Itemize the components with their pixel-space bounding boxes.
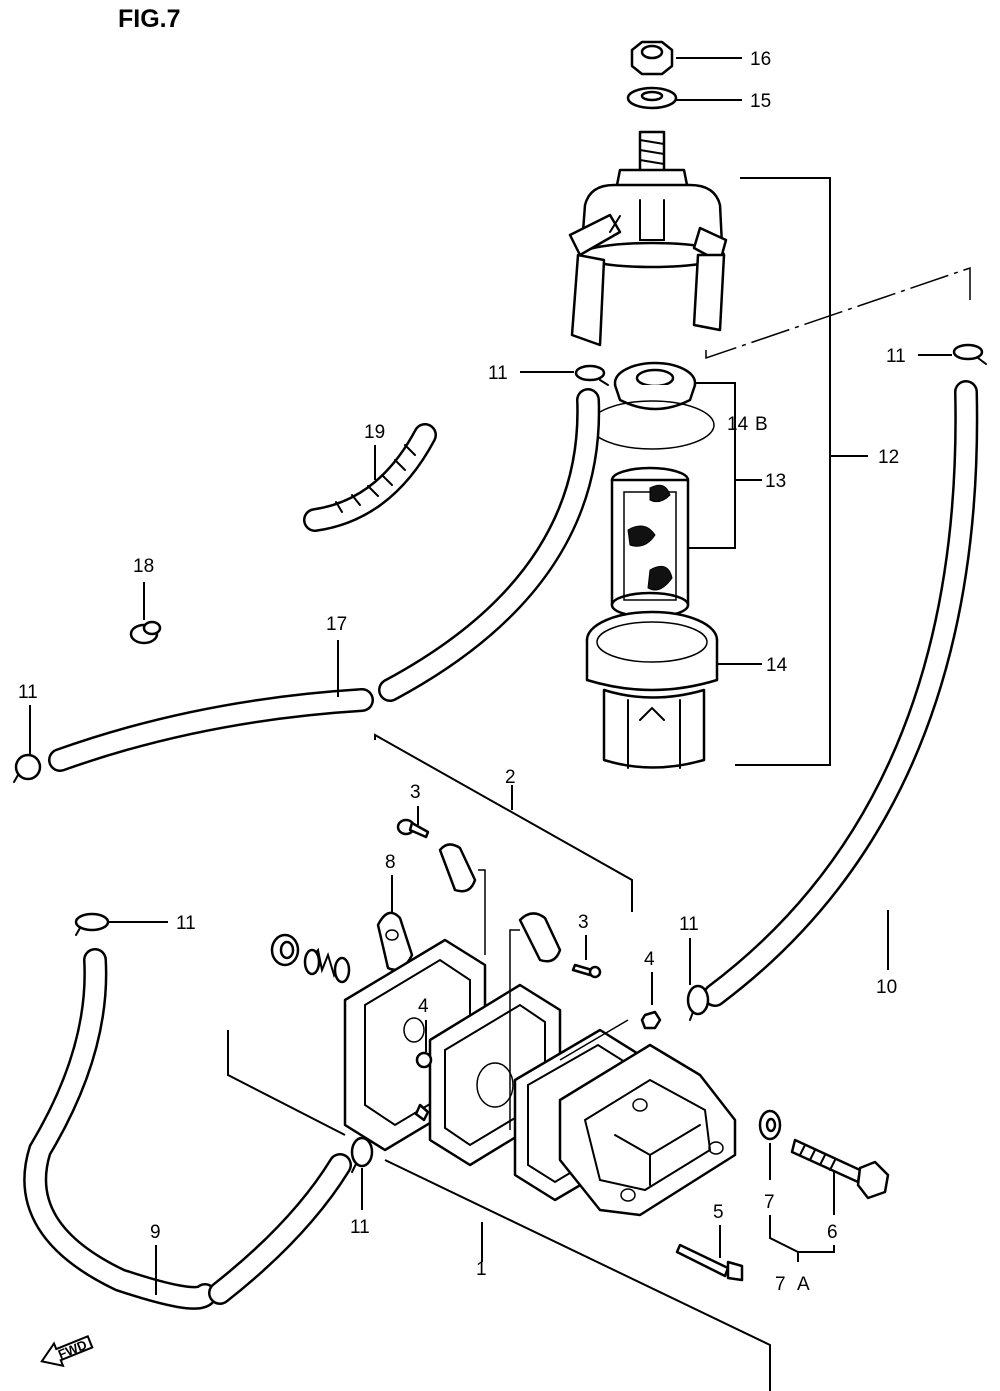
callout-12: 12 [878, 447, 899, 468]
callout-14b-suffix: B [755, 414, 768, 435]
bracket-line-1-left [227, 1030, 346, 1136]
screw-part-3-right [571, 963, 602, 979]
callout-4-left: 4 [418, 996, 429, 1017]
callout-11-top-middle: 11 [488, 363, 508, 384]
callout-13: 13 [765, 471, 786, 492]
callout-7: 7 [764, 1192, 775, 1213]
callout-3-right: 3 [578, 912, 589, 933]
callout-8: 8 [385, 852, 396, 873]
pump-outer-cover [558, 1043, 737, 1217]
washer-part-15 [626, 86, 678, 110]
callout-9: 9 [150, 1222, 161, 1243]
washer-part-7 [758, 1109, 782, 1141]
filter-element-part [610, 466, 690, 619]
callout-1: 1 [476, 1259, 487, 1280]
bracket-line-7a [769, 1215, 835, 1253]
seal-part-14b [589, 361, 715, 450]
nut-part-4-left [415, 1051, 433, 1069]
valve-flap-part-2 [518, 912, 562, 963]
callout-11-right-middle: 11 [679, 914, 699, 935]
screw-part-5 [675, 1243, 744, 1282]
bracket-line-1 [384, 1159, 771, 1391]
callout-11-top-right: 11 [886, 346, 906, 367]
nut-part-16 [630, 40, 674, 76]
figure-title: FIG.7 [118, 5, 181, 33]
callout-6: 6 [827, 1222, 838, 1243]
callout-5: 5 [713, 1202, 724, 1223]
callout-14b: 14 [727, 414, 749, 435]
callout-14: 14 [766, 655, 788, 676]
callout-4-right: 4 [644, 949, 655, 970]
routing-line-hose-10 [705, 266, 971, 360]
bracket-line-12 [735, 177, 831, 766]
clamp-part-11-top-middle [574, 364, 609, 386]
callout-11-left: 11 [18, 682, 38, 703]
filter-cap-body [568, 130, 728, 347]
callout-2: 2 [505, 767, 516, 788]
clamp-part-11-lower-center [350, 1136, 374, 1173]
fwd-label: FWD [56, 1337, 89, 1362]
callout-17: 17 [326, 614, 347, 635]
clip-part-18 [129, 620, 162, 645]
callout-7a-suffix: A [797, 1274, 810, 1295]
filter-bowl-part-14 [585, 610, 719, 769]
gasket-part-8 [376, 911, 414, 972]
callout-11-lower-center: 11 [350, 1217, 370, 1238]
callout-19: 19 [364, 422, 385, 443]
spring-part [303, 947, 351, 984]
washer-part-left [270, 933, 300, 967]
callout-10: 10 [876, 977, 897, 998]
callout-11-lower-left: 11 [176, 913, 196, 934]
callout-7a: 7 [775, 1274, 786, 1295]
callout-15: 15 [750, 91, 771, 112]
screw-part-3-top [396, 818, 430, 839]
bracket-line-13 [660, 382, 736, 549]
callout-3-top: 3 [410, 782, 421, 803]
callout-16: 16 [750, 49, 771, 70]
nut-part-4-right [640, 1010, 662, 1030]
fwd-arrow-icon: FWD [40, 1335, 94, 1368]
callout-18: 18 [133, 556, 154, 577]
clamp-part-11-right-middle [686, 984, 710, 1021]
clamp-part-11-top-right [952, 343, 987, 365]
clamp-part-11-left [13, 753, 42, 783]
bolt-part-6 [790, 1138, 890, 1200]
valve-flap-part [438, 843, 477, 893]
bracket-line-2 [374, 733, 633, 912]
clamp-part-11-lower-left [74, 912, 110, 936]
